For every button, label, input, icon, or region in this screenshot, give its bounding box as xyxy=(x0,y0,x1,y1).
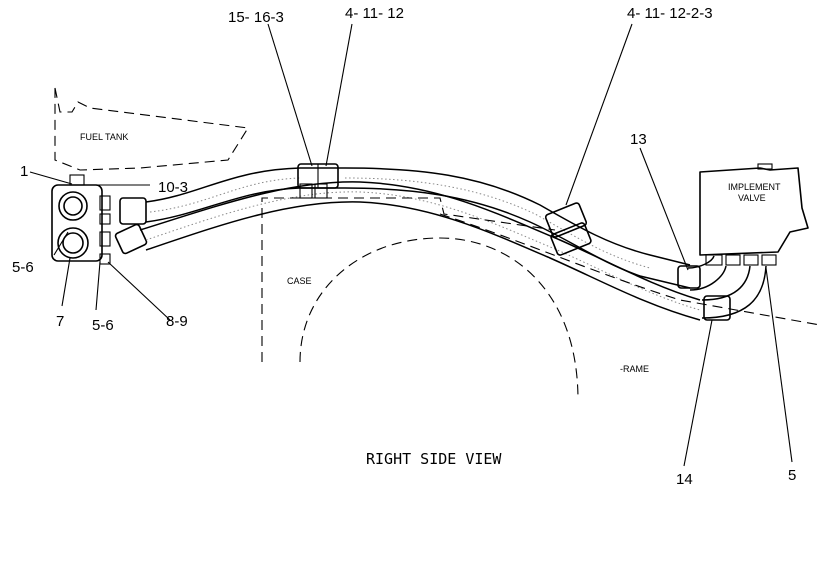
mid-clamp xyxy=(544,202,592,256)
left-fittings xyxy=(114,197,148,255)
callout-14: 14 xyxy=(676,471,693,488)
fuel-tank: FUEL TANK xyxy=(54,87,249,171)
callout-4-11-12: 4- 11- 12 xyxy=(345,5,404,22)
valve-fittings xyxy=(677,255,767,321)
case-label: CASE xyxy=(287,276,312,286)
wheel-arc xyxy=(299,237,579,401)
callout-5: 5 xyxy=(788,467,796,484)
upper-hose xyxy=(145,167,691,289)
callout-10-3: 10-3 xyxy=(158,179,188,196)
case: CASE xyxy=(261,197,556,362)
leader-lines xyxy=(29,23,793,467)
implement-valve-label-1: IMPLEMENT xyxy=(728,182,781,192)
implement-valve: IMPLEMENT VALVE xyxy=(699,163,809,266)
implement-valve-label-2: VALVE xyxy=(738,193,766,203)
frame-label: -RAME xyxy=(620,364,649,374)
callout-4-11-12-2-3: 4- 11- 12-2-3 xyxy=(627,5,713,22)
callout-7: 7 xyxy=(56,313,64,330)
callout-1: 1 xyxy=(20,163,28,180)
callout-5-6-left: 5-6 xyxy=(12,259,34,276)
lower-hose xyxy=(139,181,701,321)
fuel-tank-label: FUEL TANK xyxy=(80,132,128,142)
left-pump-assembly xyxy=(51,174,150,265)
callout-15-16-3: 15- 16-3 xyxy=(228,9,284,26)
frame-line xyxy=(439,213,820,326)
callout-5-6-bottom: 5-6 xyxy=(92,317,114,334)
view-title: RIGHT SIDE VIEW xyxy=(366,450,502,468)
callout-8-9: 8-9 xyxy=(166,313,188,330)
callout-13: 13 xyxy=(630,131,647,148)
